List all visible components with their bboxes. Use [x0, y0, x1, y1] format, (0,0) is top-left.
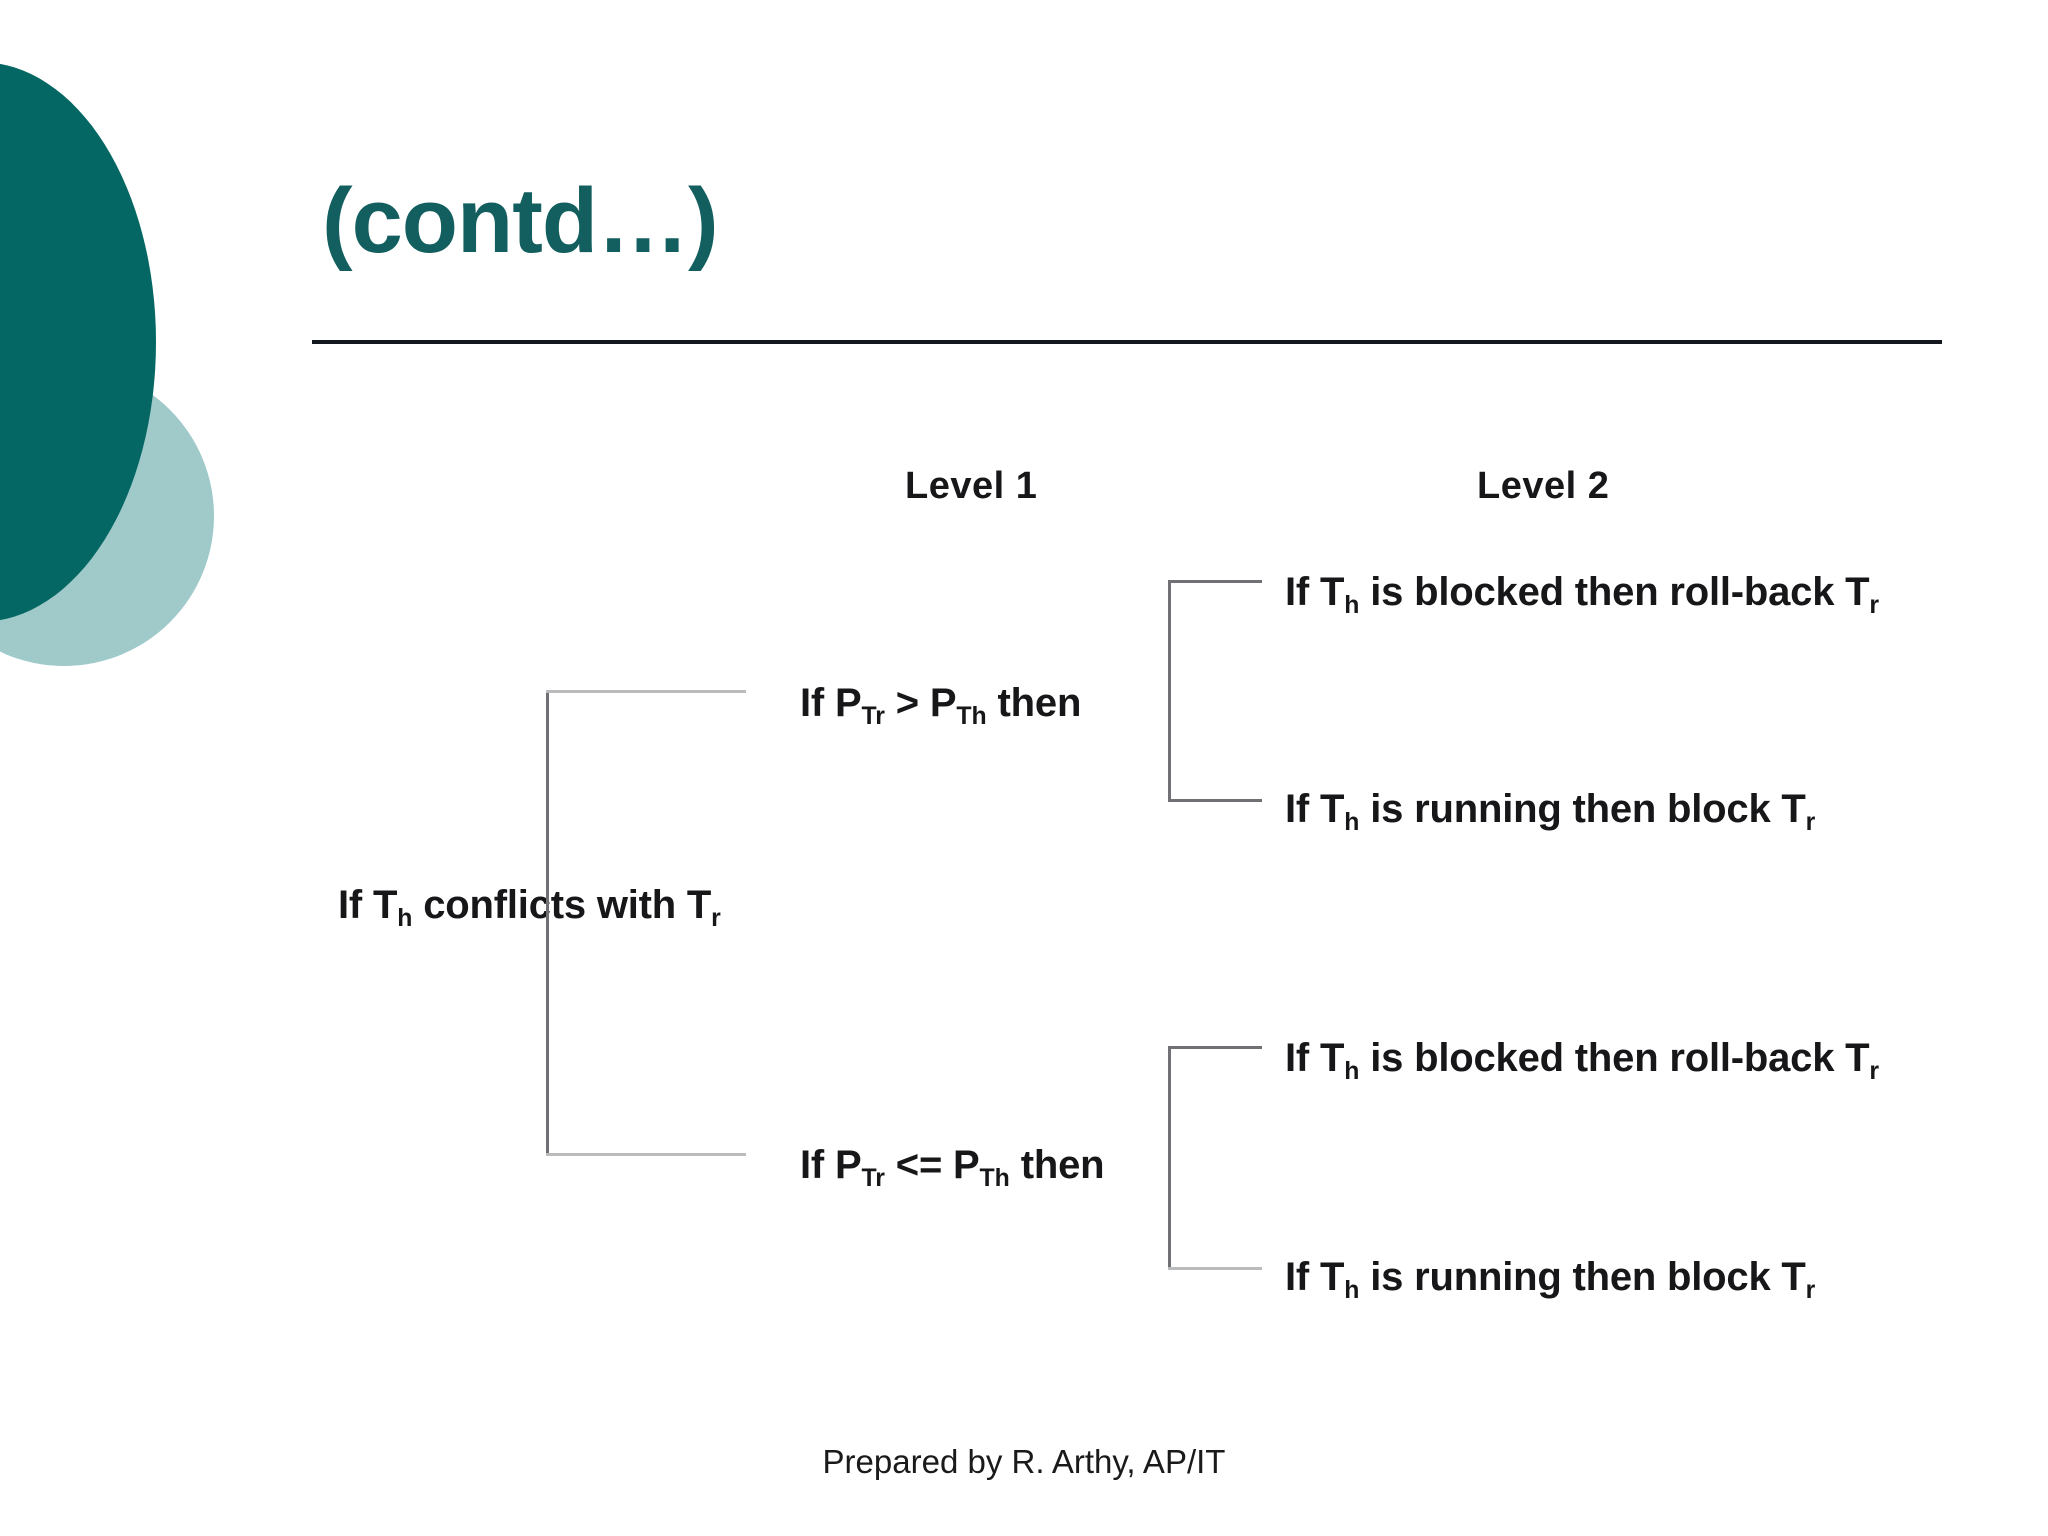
- branch-2-condition: If PTr <= PTh then: [800, 1143, 1105, 1191]
- branch-1-outcome-2-mid: is running then block T: [1359, 787, 1806, 831]
- root-label-sub-h: h: [397, 905, 413, 933]
- branch-2-condition-sub-th: Th: [979, 1165, 1010, 1193]
- branch-2-condition-prefix: If P: [800, 1143, 862, 1187]
- branch-1-condition: If PTr > PTh then: [800, 681, 1082, 729]
- branch-2-outcome-2-mid: is running then block T: [1359, 1255, 1806, 1299]
- branch-2-outcome-2: If Th is running then block Tr: [1285, 1255, 1815, 1303]
- branch-2-outcome-2-sub-h: h: [1344, 1277, 1360, 1305]
- root-bracket-vertical: [546, 690, 549, 1156]
- branch-2-bracket-arm-top: [1168, 1046, 1262, 1049]
- branch-1-outcome-1: If Th is blocked then roll-back Tr: [1285, 570, 1879, 618]
- root-label-prefix: If T: [338, 883, 398, 927]
- branch-2-bracket-vertical: [1168, 1046, 1171, 1270]
- branch-1-condition-suffix: then: [986, 681, 1082, 725]
- branch-1-condition-prefix: If P: [800, 681, 862, 725]
- branch-1-condition-sub-th: Th: [956, 703, 987, 731]
- branch-1-outcome-1-sub-r: r: [1869, 592, 1880, 620]
- branch-1-bracket-vertical: [1168, 580, 1171, 802]
- branch-1-outcome-2-prefix: If T: [1285, 787, 1345, 831]
- root-label-mid: conflicts with T: [412, 883, 712, 927]
- slide-footer: Prepared by R. Arthy, AP/IT: [822, 1443, 1226, 1480]
- branch-2-outcome-1-prefix: If T: [1285, 1036, 1345, 1080]
- branch-1-condition-operator: > P: [884, 681, 957, 725]
- branch-2-outcome-2-prefix: If T: [1285, 1255, 1345, 1299]
- branch-1-outcome-2-sub-h: h: [1344, 809, 1360, 837]
- branch-2-outcome-1-sub-h: h: [1344, 1058, 1360, 1086]
- branch-1-outcome-1-prefix: If T: [1285, 570, 1345, 614]
- branch-1-condition-sub-tr: Tr: [861, 703, 885, 731]
- root-label-sub-r: r: [711, 905, 721, 933]
- branch-1-outcome-1-mid: is blocked then roll-back T: [1359, 570, 1870, 614]
- column-header-level-2: Level 2: [1477, 465, 1610, 507]
- column-header-level-1: Level 1: [905, 465, 1038, 507]
- branch-1-bracket-arm-bottom: [1168, 799, 1262, 802]
- branch-1-outcome-2-sub-r: r: [1805, 809, 1816, 837]
- branch-2-condition-operator: <= P: [884, 1143, 980, 1187]
- root-bracket-arm-bottom: [546, 1153, 746, 1156]
- branch-1-outcome-1-sub-h: h: [1344, 592, 1360, 620]
- branch-1-bracket-arm-top: [1168, 580, 1262, 583]
- branch-2-outcome-1-sub-r: r: [1869, 1058, 1880, 1086]
- title-divider: [312, 340, 1942, 344]
- page-title: (contd…): [322, 170, 719, 272]
- branch-2-bracket-arm-bottom: [1168, 1267, 1262, 1270]
- tree-root-node: If Th conflicts with Tr: [338, 883, 721, 931]
- branch-2-outcome-1: If Th is blocked then roll-back Tr: [1285, 1036, 1879, 1084]
- branch-2-condition-suffix: then: [1009, 1143, 1105, 1187]
- branch-2-condition-sub-tr: Tr: [861, 1165, 885, 1193]
- branch-1-outcome-2: If Th is running then block Tr: [1285, 787, 1815, 835]
- branch-2-outcome-2-sub-r: r: [1805, 1277, 1816, 1305]
- branch-2-outcome-1-mid: is blocked then roll-back T: [1359, 1036, 1870, 1080]
- root-bracket-arm-top: [546, 690, 746, 693]
